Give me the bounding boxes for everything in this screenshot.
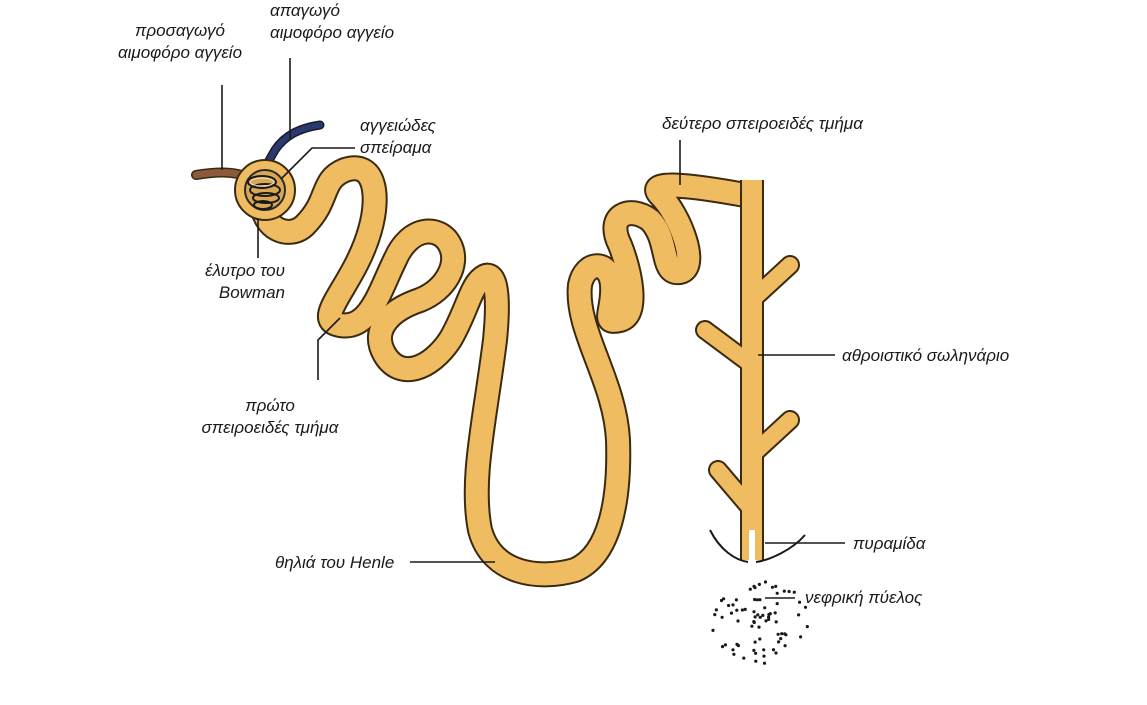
pelvis-dot xyxy=(763,580,768,584)
pelvis-dot xyxy=(773,611,777,615)
label-efferent-vessel: απαγωγό αιμοφόρο αγγείο xyxy=(270,1,395,42)
pelvis-dot xyxy=(803,605,808,609)
pelvis-dot xyxy=(735,642,739,647)
pyramid-outline xyxy=(709,529,806,563)
label-distal-tubule: δεύτερο σπειροειδές τμήμα xyxy=(662,114,863,133)
pelvis-dot xyxy=(731,648,735,652)
pelvis-dot xyxy=(776,632,780,636)
pelvis-dot xyxy=(771,648,776,652)
pelvis-dot xyxy=(711,628,715,633)
pelvis-dot xyxy=(735,608,739,612)
pelvis-dot xyxy=(753,615,757,619)
pelvis-dot xyxy=(754,659,758,663)
pelvis-dot xyxy=(750,624,754,628)
label-collecting-duct: αθροιστικό σωληνάριο xyxy=(842,346,1010,365)
pelvis-dot xyxy=(752,620,756,624)
pelvis-dot xyxy=(774,651,778,655)
pelvis-dot xyxy=(774,620,778,624)
pelvis-dot xyxy=(775,591,779,595)
pelvis-dot xyxy=(783,632,787,636)
pelvis-dot xyxy=(780,632,784,636)
pelvis-dot xyxy=(774,584,778,589)
pelvis-dot xyxy=(782,589,786,593)
pelvis-dot xyxy=(758,598,762,602)
pelvis-dot xyxy=(727,603,731,608)
pelvis-dot xyxy=(752,584,756,588)
pelvis-dot xyxy=(779,637,783,641)
pelvis-dot xyxy=(714,608,719,612)
collecting-duct xyxy=(695,180,800,562)
pelvis-dot xyxy=(762,654,766,658)
leader-lines xyxy=(221,58,845,599)
pelvis-dot xyxy=(757,582,762,587)
pelvis-dot xyxy=(775,602,779,606)
pelvis-dot xyxy=(762,661,767,665)
pelvis-dot xyxy=(729,611,734,615)
pelvis-dot xyxy=(783,644,787,648)
pelvis-dot xyxy=(761,613,765,618)
pelvis-dot xyxy=(767,615,771,619)
pelvis-dot xyxy=(748,587,752,591)
pelvis-dot xyxy=(752,648,756,653)
pelvis-dot xyxy=(758,637,762,641)
pelvis-dot xyxy=(743,607,747,612)
label-bowman-capsule: έλυτρο του Bowman xyxy=(205,261,285,302)
label-loop-of-henle: θηλιά του Henle xyxy=(275,553,395,572)
pelvis-dot xyxy=(758,615,762,619)
pelvis-dot xyxy=(763,606,767,610)
pelvis-dot xyxy=(742,656,746,660)
pelvis-dot xyxy=(713,613,717,617)
pelvis-dot xyxy=(722,597,726,601)
pelvis-dot xyxy=(805,625,809,629)
label-glomerulus: αγγειώδες σπείραμα xyxy=(360,116,436,157)
pelvis-dot xyxy=(720,645,725,649)
pelvis-dot xyxy=(799,635,803,639)
pelvis-dot xyxy=(797,613,801,617)
pelvis-dot xyxy=(755,598,759,602)
pelvis-dot xyxy=(753,597,757,602)
pelvis-dot xyxy=(732,652,736,656)
pelvis-dot xyxy=(768,612,772,616)
pelvis-dot xyxy=(756,613,760,617)
leader-glomerulus xyxy=(281,147,355,179)
label-renal-pelvis: νεφρική πύελος xyxy=(805,588,923,607)
renal-pelvis-dots xyxy=(711,580,809,665)
pelvis-dot xyxy=(787,589,791,594)
pelvis-dot xyxy=(752,610,756,614)
pelvis-dot xyxy=(723,643,728,647)
pelvis-dot xyxy=(767,617,771,622)
pelvis-dot xyxy=(777,640,781,644)
pelvis-dot xyxy=(798,600,802,604)
label-afferent-vessel: προσαγωγό αιμοφόρο αγγείο xyxy=(117,21,243,62)
label-pyramid: πυραμίδα xyxy=(853,534,926,553)
label-proximal-tubule: πρώτο σπειροειδές τμήμα xyxy=(201,396,339,437)
pelvis-dot xyxy=(720,615,724,619)
pelvis-dot xyxy=(770,585,775,589)
pelvis-dot xyxy=(753,640,757,644)
leader-proximal xyxy=(317,317,341,380)
pelvis-dot xyxy=(792,590,796,594)
pelvis-dot xyxy=(762,648,766,652)
pelvis-dot xyxy=(757,625,761,629)
glomerulus xyxy=(244,169,286,211)
pelvis-dot xyxy=(764,619,768,623)
pelvis-dot xyxy=(731,603,735,607)
pelvis-dot xyxy=(736,619,740,623)
pelvis-dot xyxy=(754,651,758,655)
pelvis-dot xyxy=(734,598,739,602)
pelvis-dot xyxy=(740,608,745,612)
